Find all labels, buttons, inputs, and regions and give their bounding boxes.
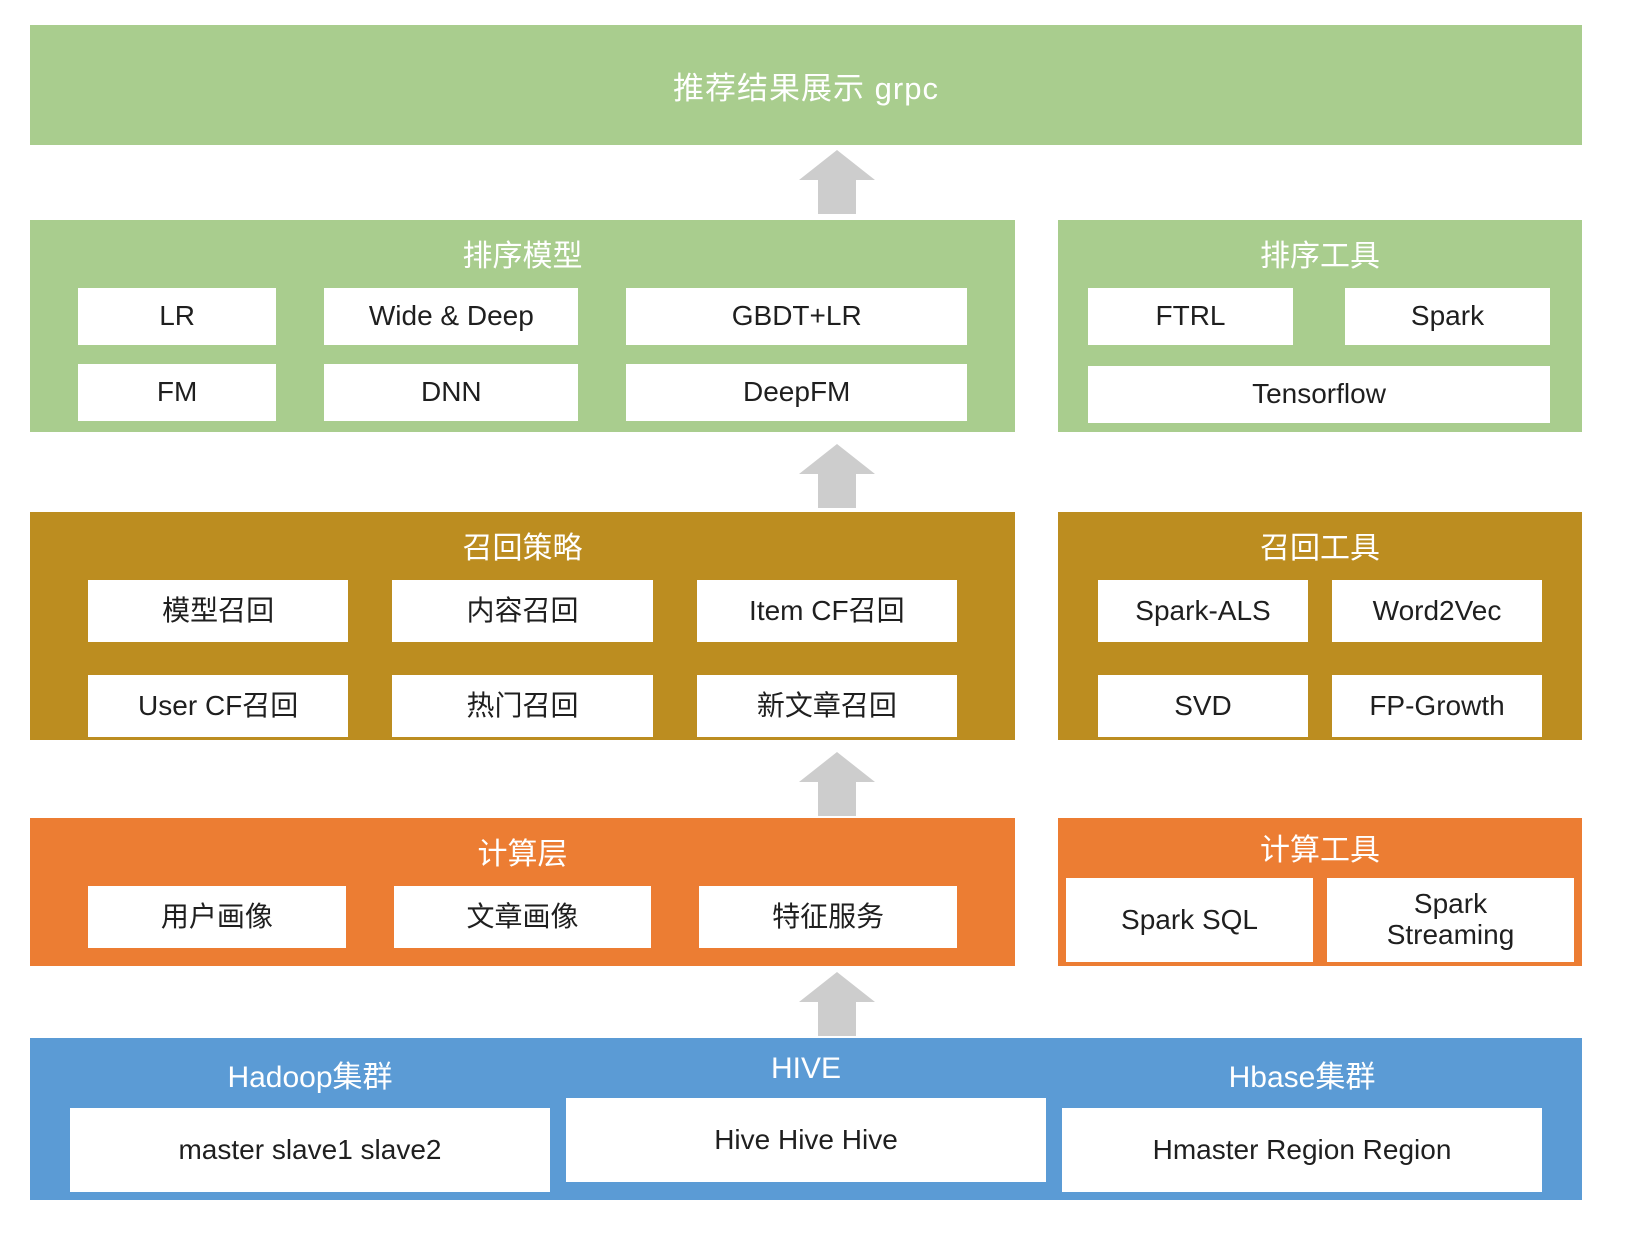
box-spark-streaming: Spark Streaming [1327, 878, 1574, 962]
up-arrow-icon [799, 150, 875, 214]
hbase-section: Hbase集群 Hmaster Region Region [1062, 1046, 1542, 1200]
compute-tools-grid: Spark SQL Spark Streaming [1066, 878, 1574, 962]
panel-title: 排序模型 [462, 240, 583, 273]
box-gbdt-lr: GBDT+LR [626, 288, 967, 345]
box-deepfm: DeepFM [626, 364, 967, 421]
compute-layer-panel: 计算层 用户画像 文章画像 特征服务 [30, 818, 1015, 966]
box-new-article-recall: 新文章召回 [696, 675, 957, 737]
box-feature-service: 特征服务 [699, 886, 957, 948]
box-word2vec: Word2Vec [1332, 580, 1542, 642]
box-user-profile: 用户画像 [88, 886, 346, 948]
result-banner: 推荐结果展示 grpc [30, 25, 1582, 145]
hadoop-section: Hadoop集群 master slave1 slave2 [70, 1046, 550, 1200]
up-arrow-icon [799, 752, 875, 816]
recall-strategies-panel: 召回策略 模型召回 内容召回 Item CF召回 User CF召回 热门召回 … [30, 512, 1015, 740]
panel-title: 计算工具 [1260, 834, 1380, 867]
box-article-profile: 文章画像 [393, 886, 652, 948]
box-user-cf-recall: User CF召回 [88, 675, 349, 737]
sorting-models-panel: 排序模型 LR Wide & Deep GBDT+LR FM DNN DeepF… [30, 220, 1015, 432]
box-hadoop-nodes: master slave1 slave2 [70, 1108, 550, 1192]
box-wide-deep: Wide & Deep [324, 288, 579, 345]
box-spark: Spark [1345, 288, 1550, 345]
box-dnn: DNN [324, 364, 579, 421]
sorting-tools-grid: FTRL Spark Tensorflow [1088, 288, 1550, 423]
compute-tools-panel: 计算工具 Spark SQL Spark Streaming [1058, 818, 1582, 966]
box-fm: FM [78, 364, 277, 421]
box-model-recall: 模型召回 [88, 580, 349, 642]
up-arrow-icon [799, 444, 875, 508]
box-content-recall: 内容召回 [392, 580, 653, 642]
box-ftrl: FTRL [1088, 288, 1293, 345]
box-tensorflow: Tensorflow [1088, 366, 1550, 423]
box-spark-als: Spark-ALS [1098, 580, 1308, 642]
sorting-tools-panel: 排序工具 FTRL Spark Tensorflow [1058, 220, 1582, 432]
sorting-models-grid: LR Wide & Deep GBDT+LR FM DNN DeepFM [78, 288, 967, 421]
storage-band: Hadoop集群 master slave1 slave2 HIVE Hive … [30, 1038, 1582, 1200]
section-title: HIVE [770, 1052, 842, 1085]
up-arrow-icon [799, 972, 875, 1036]
box-hbase-nodes: Hmaster Region Region [1062, 1108, 1542, 1192]
box-spark-sql: Spark SQL [1066, 878, 1313, 962]
box-hot-recall: 热门召回 [392, 675, 653, 737]
hive-section: HIVE Hive Hive Hive [566, 1046, 1046, 1200]
box-item-cf-recall: Item CF召回 [696, 580, 957, 642]
box-svd: SVD [1098, 675, 1308, 737]
section-title: Hadoop集群 [227, 1061, 393, 1094]
box-fp-growth: FP-Growth [1332, 675, 1542, 737]
recall-tools-grid: Spark-ALS Word2Vec SVD FP-Growth [1098, 580, 1542, 737]
panel-title: 计算层 [477, 838, 568, 871]
box-lr: LR [78, 288, 277, 345]
result-banner-label: 推荐结果展示 grpc [673, 70, 939, 106]
panel-title: 召回策略 [462, 532, 583, 565]
recall-tools-panel: 召回工具 Spark-ALS Word2Vec SVD FP-Growth [1058, 512, 1582, 740]
compute-layer-grid: 用户画像 文章画像 特征服务 [88, 886, 957, 948]
panel-title: 召回工具 [1260, 532, 1380, 565]
box-spark-streaming-label: Spark Streaming [1386, 888, 1515, 950]
panel-title: 排序工具 [1260, 240, 1380, 273]
box-hive-nodes: Hive Hive Hive [566, 1098, 1046, 1182]
recall-strategies-grid: 模型召回 内容召回 Item CF召回 User CF召回 热门召回 新文章召回 [88, 580, 957, 737]
section-title: Hbase集群 [1228, 1061, 1376, 1094]
